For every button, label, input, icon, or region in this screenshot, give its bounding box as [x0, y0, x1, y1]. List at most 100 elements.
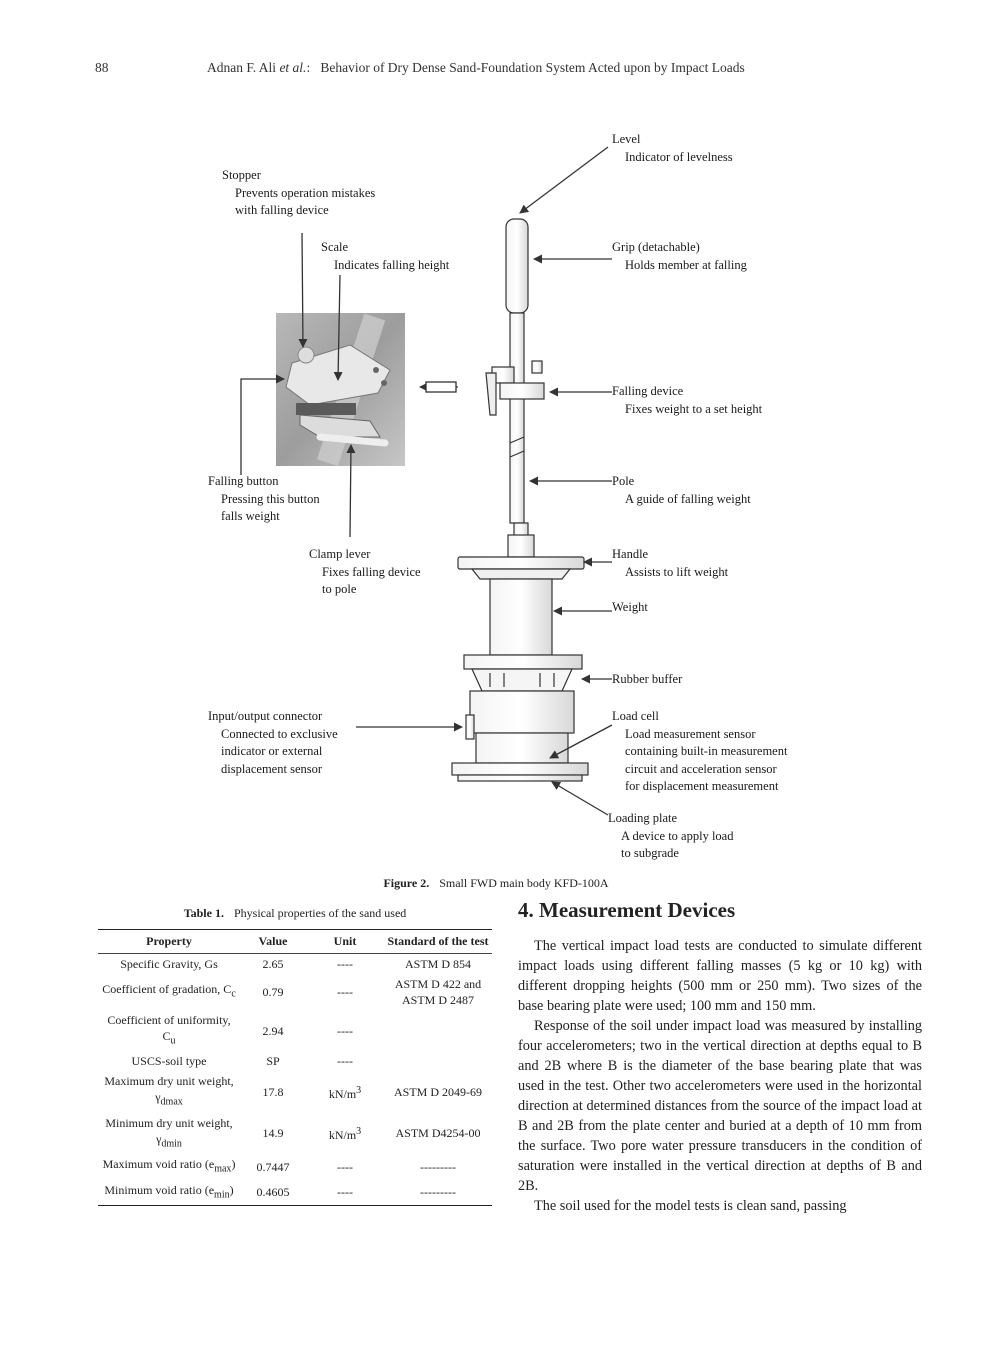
cell-standard — [384, 1010, 492, 1051]
col-header: Value — [240, 929, 306, 954]
table-row: Maximum dry unit weight, γdmax 17.8 kN/m… — [98, 1071, 492, 1112]
unit-text: kN/m — [328, 1086, 357, 1101]
cell-unit: ---- — [337, 985, 353, 999]
cell-standard: ASTM D 854 — [404, 957, 471, 971]
unit-superscript: 3 — [356, 1084, 362, 1096]
cell-value: 2.65 — [262, 957, 284, 971]
cell-unit: ---- — [337, 1023, 353, 1038]
cell-unit: ---- — [337, 1159, 353, 1174]
cell-unit: ---- — [337, 1054, 353, 1069]
cell-unit: ---- — [306, 1179, 384, 1206]
paragraph: The soil used for the model tests is cle… — [534, 1198, 847, 1214]
callout-arrows — [240, 146, 613, 816]
cell-property: Maximum dry unit weight, γdmax — [98, 1071, 240, 1112]
property-text: Coefficient of uniformity, C — [107, 1013, 231, 1043]
property-subscript: max — [214, 1163, 232, 1175]
label-desc: for displacement measurement — [625, 779, 779, 793]
cell-value: 0.4605 — [240, 1179, 306, 1206]
cell-value: 17.8 — [262, 1085, 284, 1100]
label-desc: falls weight — [221, 509, 280, 523]
label-title: Loading plate — [608, 811, 678, 825]
label-desc: Indicates falling height — [334, 257, 450, 272]
label-weight: Weight — [612, 599, 648, 617]
label-title: Pole — [612, 474, 635, 488]
property-text: Minimum void ratio (e — [104, 1182, 215, 1197]
label-title: Scale — [321, 240, 349, 254]
fwd-diagram — [240, 146, 613, 816]
header-etal: et al. — [279, 60, 307, 75]
table-row: Coefficient of gradation, Cc 0.79 ---- A… — [98, 974, 492, 1010]
col-header: Unit — [306, 929, 384, 954]
label-desc: indicator or external — [221, 744, 323, 758]
cell-standard: ASTM D 422 and ASTM D 2487 — [394, 977, 482, 1007]
header-authors: Adnan F. Ali — [207, 60, 280, 75]
label-desc: containing built-in measurement — [625, 744, 788, 758]
label-loading-plate: Loading plate A device to apply load to su… — [608, 810, 733, 863]
table-header-row: Property Value Unit Standard of the test — [98, 929, 492, 954]
table-row: Minimum void ratio (emin) 0.4605 ---- --… — [98, 1179, 492, 1206]
label-desc: Indicator of levelness — [625, 149, 733, 164]
property-text: Maximum void ratio (e — [102, 1157, 215, 1172]
label-title: Clamp lever — [309, 547, 371, 561]
table-caption-text: Physical properties of the sand used — [233, 906, 407, 920]
label-desc: Fixes weight to a set height — [625, 401, 763, 416]
section-heading: 4. Measurement Devices — [518, 898, 736, 922]
header-colon: : — [306, 60, 311, 75]
cell-value: SP — [266, 1054, 280, 1069]
running-header: Adnan F. Ali et al.: Behavior of Dry Den… — [207, 60, 745, 76]
table-caption: Table 1.Physical properties of the sand … — [98, 906, 492, 921]
cell-standard: ASTM D 2049-69 — [393, 1085, 482, 1100]
property-tail: ) — [231, 1157, 236, 1172]
cell-property: Minimum void ratio (emin) — [98, 1179, 240, 1206]
cell-property: USCS-soil type — [131, 1054, 207, 1069]
label-desc: to pole — [322, 582, 357, 596]
cell-standard — [384, 1051, 492, 1071]
section-body: The vertical impact load tests are condu… — [518, 936, 922, 1216]
label-title: Handle — [612, 547, 649, 561]
fwd-device-drawing — [451, 218, 589, 782]
figure-caption-label: Figure 2. — [383, 876, 430, 890]
cell-standard: ASTM D4254-00 — [395, 1126, 481, 1141]
label-desc: Holds member at falling — [625, 257, 747, 272]
property-subscript: min — [214, 1188, 230, 1200]
table-row: Maximum void ratio (emax) 0.7447 ---- --… — [98, 1154, 492, 1179]
properties-table: Property Value Unit Standard of the test… — [98, 929, 492, 1206]
col-header: Property — [98, 929, 240, 954]
property-text: Maximum dry unit weight, γ — [104, 1074, 234, 1105]
label-desc: with falling device — [235, 203, 329, 217]
label-desc: A device to apply load — [621, 828, 734, 843]
cell-unit: ---- — [337, 957, 353, 971]
cell-property: Coefficient of uniformity, Cu — [98, 1010, 240, 1051]
cell-value: 2.94 — [262, 1023, 284, 1038]
table-row: Specific Gravity, Gs 2.65 ---- ASTM D 85… — [98, 954, 492, 975]
label-desc: Fixes falling device — [322, 564, 421, 579]
label-grip: Grip (detachable)Holds member at falling — [612, 239, 747, 274]
unit-superscript: 3 — [356, 1125, 362, 1137]
paragraph: Response of the soil under impact load w… — [518, 1018, 922, 1194]
cell-unit: kN/m3 — [306, 1071, 384, 1112]
label-desc: circuit and acceleration sensor — [625, 761, 777, 776]
property-text: Coefficient of gradation, C — [102, 982, 232, 997]
label-desc: to subgrade — [621, 846, 679, 860]
label-title: Weight — [612, 600, 648, 614]
property-tail: ) — [229, 1182, 234, 1197]
label-desc: Connected to exclusive — [221, 726, 338, 741]
label-desc: displacement sensor — [221, 761, 323, 776]
paragraph: The vertical impact load tests are condu… — [518, 938, 922, 1014]
table-row: Minimum dry unit weight, γdmin 14.9 kN/m… — [98, 1113, 492, 1154]
cell-unit: kN/m3 — [306, 1113, 384, 1154]
falling-device-photo — [276, 313, 405, 466]
label-title: Stopper — [222, 168, 261, 182]
cell-value: 0.79 — [262, 985, 284, 999]
cell-property: Specific Gravity, Gs — [120, 957, 218, 971]
property-subscript: dmax — [160, 1096, 183, 1108]
